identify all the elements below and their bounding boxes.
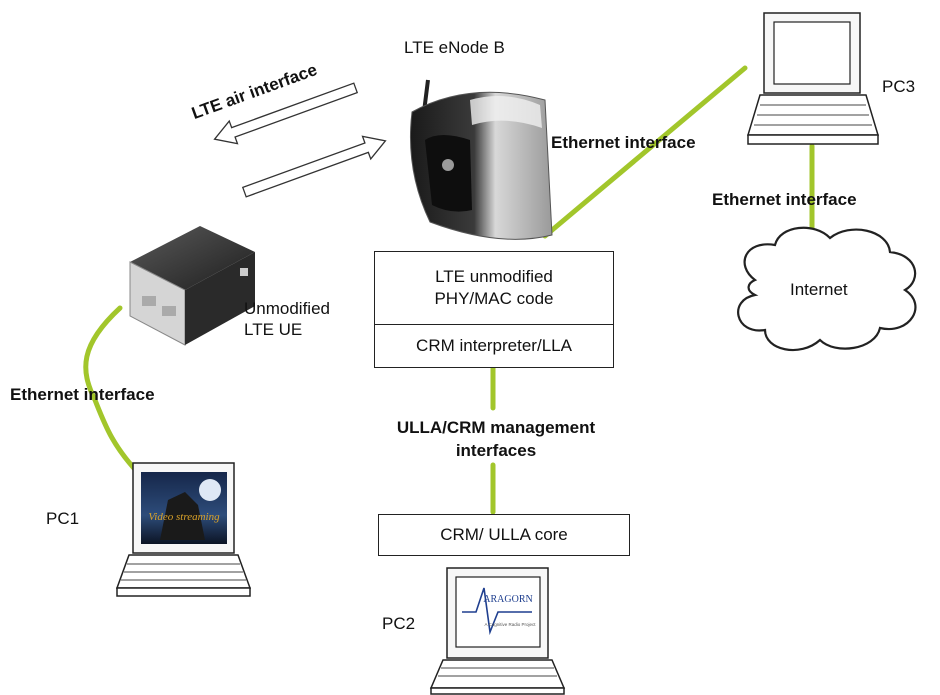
protocol-stack-box: LTE unmodified PHY/MAC code CRM interpre…: [374, 251, 614, 368]
left-arrow: [213, 82, 359, 145]
link-enb-pc3: [542, 65, 748, 239]
enodeb-device: [410, 79, 553, 240]
pc1-laptop: Video streaming: [115, 462, 252, 597]
pc2-screen-tagline: A Cognitive Radio Project: [484, 622, 536, 627]
ue-label: Unmodified LTE UE: [244, 299, 330, 339]
stack-phy-mac: LTE unmodified PHY/MAC code: [375, 252, 613, 325]
internet-cloud: [737, 226, 917, 352]
pc3-label: PC3: [882, 77, 916, 96]
pc3-internet-ethernet-label: Ethernet interface: [712, 190, 857, 209]
pc1-screen-overlay: Video streaming: [148, 511, 220, 523]
right-arrow: [241, 135, 387, 198]
pc2-screen-logo: ARAGORN: [483, 594, 532, 605]
pc1-label: PC1: [46, 509, 80, 528]
crm-ulla-core-box: CRM/ ULLA core: [378, 514, 630, 556]
pc2-label: PC2: [382, 614, 416, 633]
air-interface-arrows: [213, 82, 387, 198]
enodeb-label: LTE eNode B: [404, 38, 505, 57]
pc2-laptop: ARAGORN A Cognitive Radio Project: [429, 567, 566, 695]
lte-ue-device: [129, 226, 255, 346]
link-ue-pc1: [83, 305, 143, 478]
ulla-mgmt-label: ULLA/CRM management interfaces: [396, 418, 596, 460]
enb-pc3-ethernet-label: Ethernet interface: [551, 133, 696, 152]
internet-label: Internet: [790, 280, 848, 299]
stack-crm-lla: CRM interpreter/LLA: [416, 336, 572, 355]
pc3-laptop: [746, 12, 880, 145]
ue-pc1-ethernet-label: Ethernet interface: [10, 385, 155, 404]
